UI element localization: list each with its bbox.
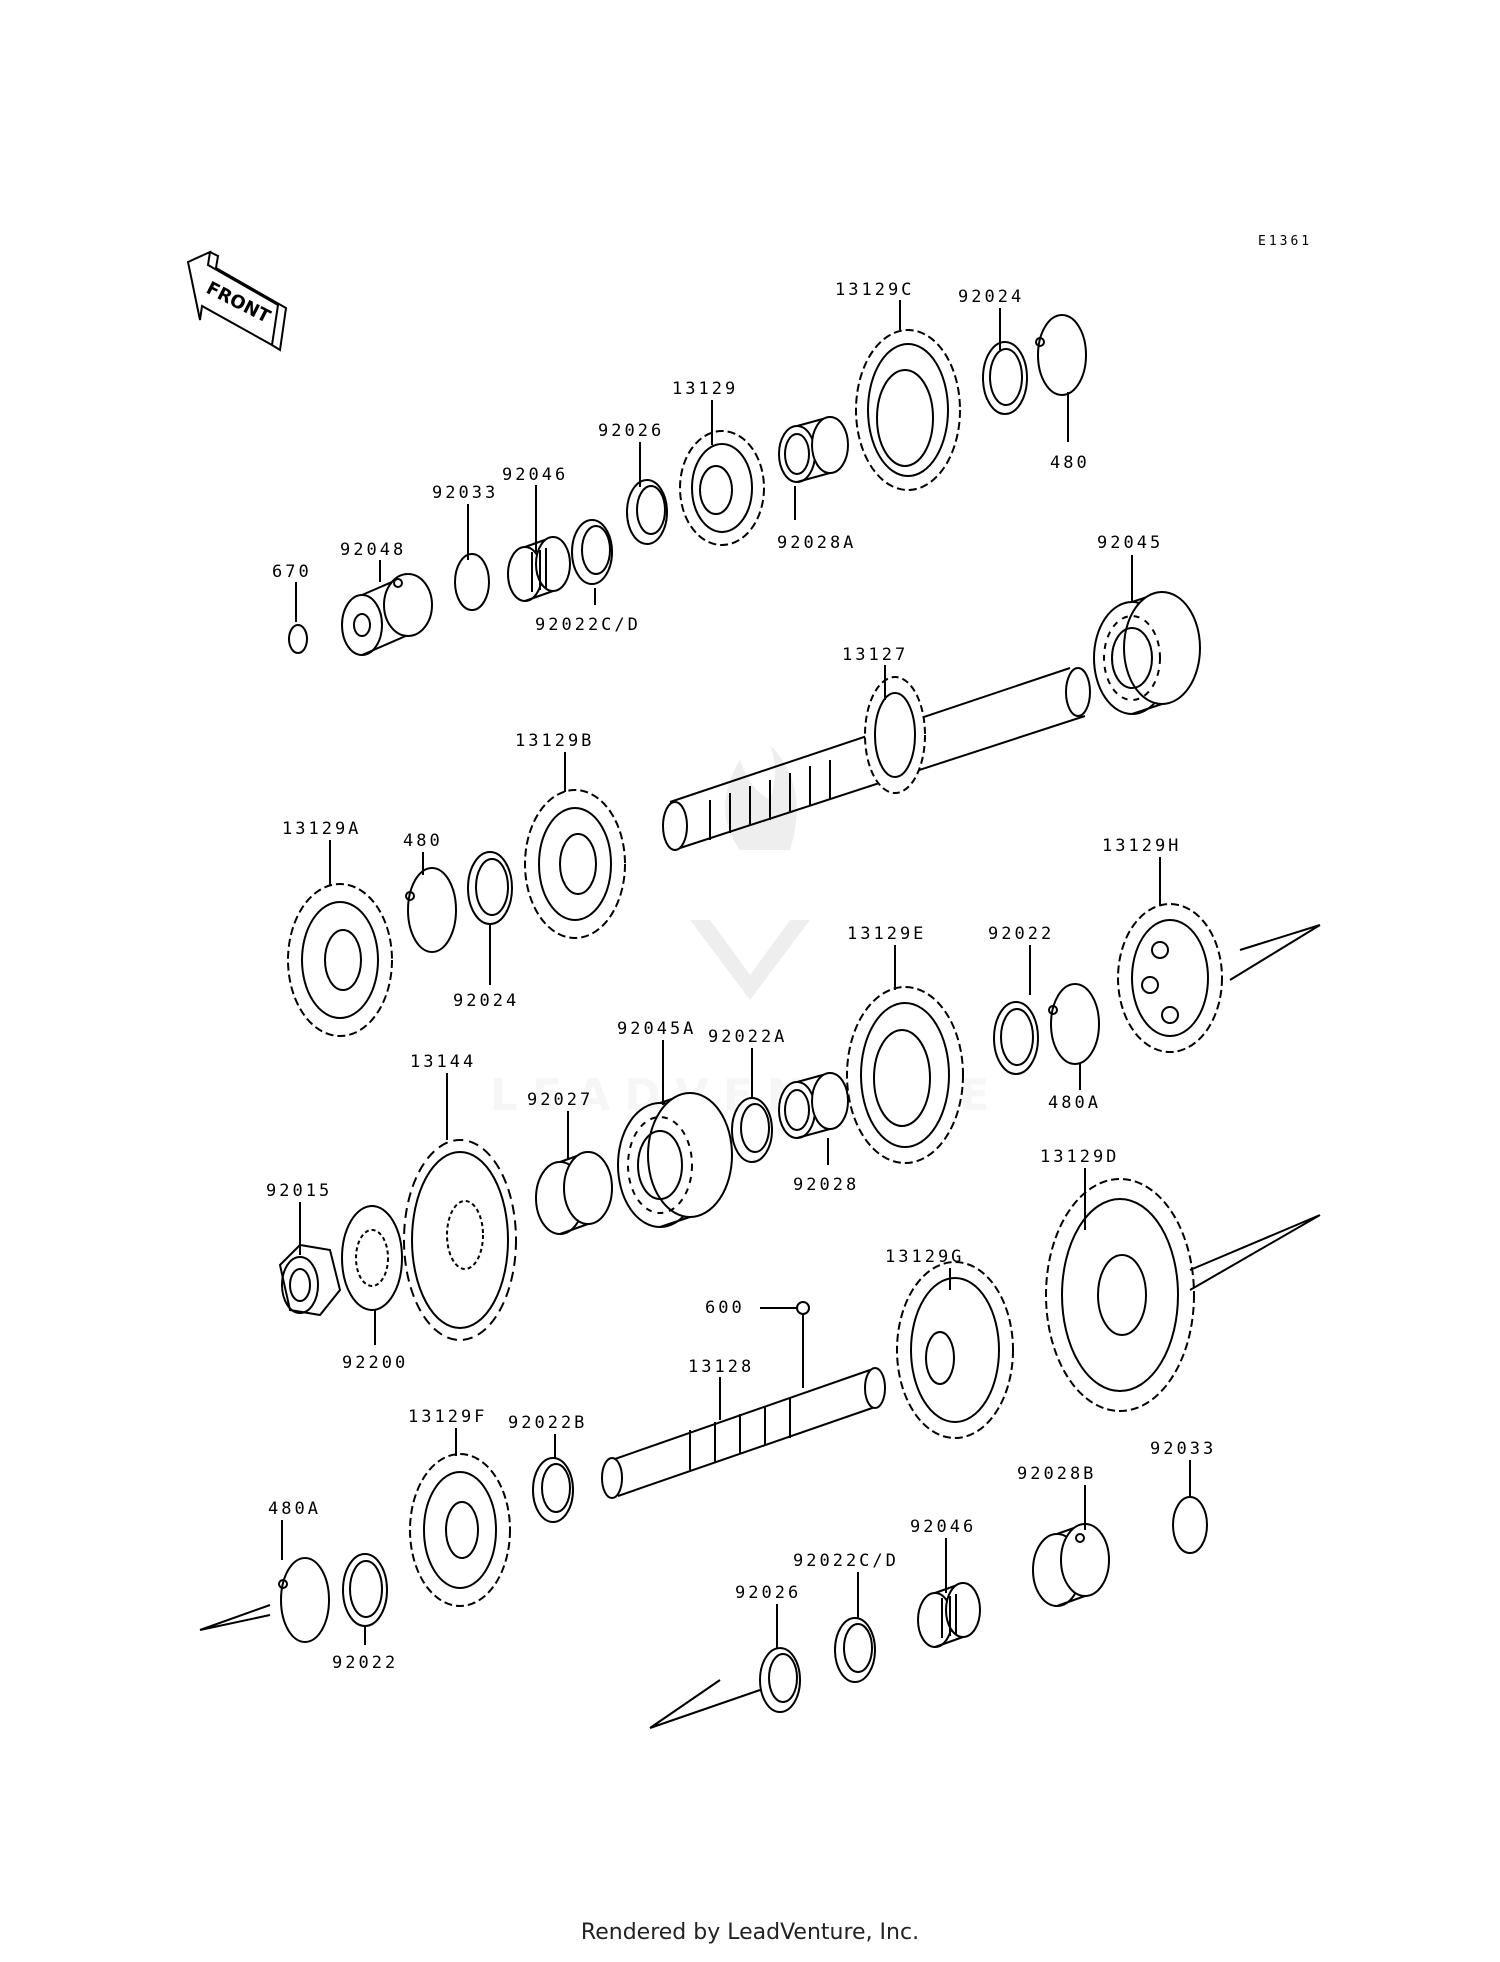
part-92022cd-washer-upper xyxy=(571,519,613,585)
front-label: FRONT xyxy=(203,278,274,328)
label-480A-left: 480A xyxy=(268,1499,321,1519)
label-92028: 92028 xyxy=(793,1175,859,1195)
label-480A-right: 480A xyxy=(1048,1093,1101,1113)
part-670-oring xyxy=(288,624,308,654)
label-13129E: 13129E xyxy=(847,924,926,944)
label-13127: 13127 xyxy=(842,645,908,665)
part-600-oil-plug xyxy=(796,1301,810,1315)
label-13129A: 13129A xyxy=(282,819,361,839)
part-92033-circlip xyxy=(454,553,490,611)
label-92200: 92200 xyxy=(342,1353,408,1373)
label-92022cd-upper: 92022C/D xyxy=(535,615,641,635)
label-92024-upper: 92024 xyxy=(958,287,1024,307)
label-13129C: 13129C xyxy=(835,280,914,300)
label-92045: 92045 xyxy=(1097,533,1163,553)
label-92015: 92015 xyxy=(266,1181,332,1201)
part-13129F-gear xyxy=(409,1453,511,1607)
label-13144: 13144 xyxy=(410,1052,476,1072)
part-13129H-gear xyxy=(1117,903,1321,1053)
label-13129F: 13129F xyxy=(408,1407,487,1427)
part-labels: 670 92048 92033 92046 92022C/D 92026 131… xyxy=(266,280,1216,1673)
label-92046-upper: 92046 xyxy=(502,465,568,485)
part-92022-washer-right xyxy=(993,1001,1039,1075)
part-480A-circlip-right xyxy=(1048,983,1100,1065)
diagram-code: E1361 xyxy=(1258,234,1312,249)
part-13129D-gear xyxy=(1045,1178,1321,1412)
part-92045A-ball-bearing xyxy=(617,1092,733,1228)
part-92200-lockwasher xyxy=(341,1205,403,1311)
leader-lines xyxy=(281,300,1191,1648)
label-92027: 92027 xyxy=(527,1090,593,1110)
part-92046-needle-bearing-lower xyxy=(917,1582,981,1648)
label-13129B: 13129B xyxy=(515,731,594,751)
label-13129D: 13129D xyxy=(1040,1147,1119,1167)
part-13128-shaft xyxy=(601,1367,886,1499)
part-92026-washer-lower xyxy=(649,1647,801,1729)
part-92028B-collar xyxy=(1032,1523,1110,1607)
part-480-circlip-middle xyxy=(405,867,457,953)
part-92022-washer-left xyxy=(342,1553,388,1627)
part-480-circlip-upper xyxy=(1035,314,1087,396)
label-92033-lower: 92033 xyxy=(1150,1439,1216,1459)
front-arrow-icon: FRONT xyxy=(186,250,288,352)
part-480A-circlip-left xyxy=(199,1557,330,1643)
part-13129A-gear xyxy=(287,883,393,1037)
label-670: 670 xyxy=(272,562,312,582)
part-92028-bushing xyxy=(778,1072,849,1139)
part-92033-circlip-lower xyxy=(1172,1496,1208,1554)
part-13129C-gear xyxy=(855,329,961,491)
part-13127-shaft xyxy=(662,667,1091,851)
part-92022B-washer xyxy=(532,1457,574,1523)
label-92028B: 92028B xyxy=(1017,1464,1096,1484)
part-92028A-bushing xyxy=(778,416,849,483)
part-13129E-gear xyxy=(846,986,964,1164)
part-92027-collar xyxy=(535,1151,613,1235)
label-13129H: 13129H xyxy=(1102,836,1181,856)
footer-credit: Rendered by LeadVenture, Inc. xyxy=(580,1920,920,1945)
part-92045-ball-bearing xyxy=(1093,591,1201,715)
part-13129-gear xyxy=(679,430,765,546)
label-13129: 13129 xyxy=(672,379,738,399)
part-92024-washer-upper xyxy=(982,341,1028,415)
label-92046-lower: 92046 xyxy=(910,1517,976,1537)
part-13129G-gear xyxy=(896,1261,1014,1439)
part-92046-needle-bearing xyxy=(507,536,571,602)
label-600: 600 xyxy=(705,1298,745,1318)
part-92026-washer-upper xyxy=(626,479,668,545)
label-92022cd-lower: 92022C/D xyxy=(793,1551,899,1571)
part-92024-washer-middle xyxy=(467,851,513,925)
label-480-middle: 480 xyxy=(403,831,443,851)
label-92022A: 92022A xyxy=(708,1027,787,1047)
label-92026-upper: 92026 xyxy=(598,421,664,441)
part-92048-collar xyxy=(341,573,433,656)
label-92024-middle: 92024 xyxy=(453,991,519,1011)
label-92022B: 92022B xyxy=(508,1413,587,1433)
part-13129B-gear xyxy=(524,789,626,939)
label-92022-right: 92022 xyxy=(988,924,1054,944)
label-92048: 92048 xyxy=(340,540,406,560)
part-92015-nut xyxy=(278,1243,342,1317)
label-13129G: 13129G xyxy=(885,1247,964,1267)
part-13144-sprocket xyxy=(403,1139,517,1341)
label-92045A: 92045A xyxy=(617,1019,696,1039)
label-92022-left: 92022 xyxy=(332,1653,398,1673)
label-92033-upper: 92033 xyxy=(432,483,498,503)
label-13128: 13128 xyxy=(688,1357,754,1377)
label-92026-lower: 92026 xyxy=(735,1583,801,1603)
label-480-upper: 480 xyxy=(1050,453,1090,473)
label-92028A: 92028A xyxy=(777,533,856,553)
part-92022cd-washer-lower xyxy=(834,1617,876,1683)
